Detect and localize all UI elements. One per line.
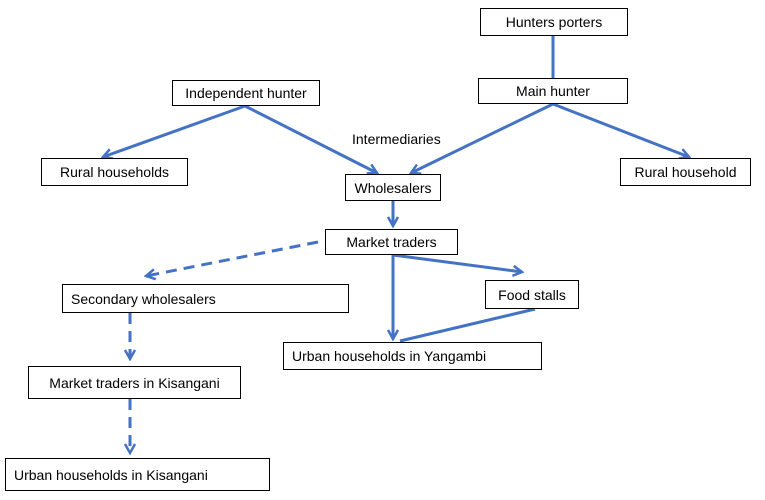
node-rural-households: Rural households: [41, 158, 188, 186]
node-main-hunter-label: Main hunter: [516, 83, 590, 99]
node-rural-household-label: Rural household: [634, 164, 737, 180]
node-urban-households-yangambi-label: Urban households in Yangambi: [292, 348, 487, 364]
node-market-traders-kisangani-label: Market traders in Kisangani: [49, 374, 220, 391]
edge-market-traders-to-secondary-wholesalers: [146, 240, 319, 276]
node-food-stalls-label: Food stalls: [498, 286, 566, 303]
edge-main-hunter-to-wholesalers: [411, 102, 554, 173]
node-wholesalers-label: Wholesalers: [354, 179, 432, 196]
intermediaries-label: Intermediaries: [352, 131, 441, 147]
edge-food-stalls-to-urban-yangambi: [399, 307, 536, 343]
node-food-stalls: Food stalls: [485, 280, 579, 309]
node-wholesalers: Wholesalers: [345, 174, 441, 201]
node-urban-households-yangambi: Urban households in Yangambi: [283, 342, 542, 370]
edge-main-hunter-to-rural-household: [552, 102, 689, 157]
node-independent-hunter-label: Independent hunter: [185, 85, 307, 101]
node-hunters-porters: Hunters porters: [480, 8, 628, 36]
node-market-traders-kisangani: Market traders in Kisangani: [28, 366, 241, 399]
node-secondary-wholesalers-label: Secondary wholesalers: [71, 290, 216, 307]
edge-independent-to-wholesalers: [244, 104, 377, 173]
node-main-hunter: Main hunter: [478, 78, 628, 104]
node-rural-household: Rural household: [620, 158, 751, 186]
node-urban-households-kisangani: Urban households in Kisangani: [5, 458, 270, 491]
node-market-traders: Market traders: [325, 229, 458, 255]
node-independent-hunter: Independent hunter: [172, 80, 320, 106]
edge-independent-to-rural-households: [103, 104, 246, 157]
node-market-traders-label: Market traders: [346, 234, 437, 250]
node-secondary-wholesalers: Secondary wholesalers: [62, 284, 349, 313]
node-hunters-porters-label: Hunters porters: [505, 14, 603, 30]
edge-market-traders-to-food-stalls: [392, 253, 522, 272]
node-rural-households-label: Rural households: [60, 164, 169, 180]
node-urban-households-kisangani-label: Urban households in Kisangani: [14, 466, 208, 483]
